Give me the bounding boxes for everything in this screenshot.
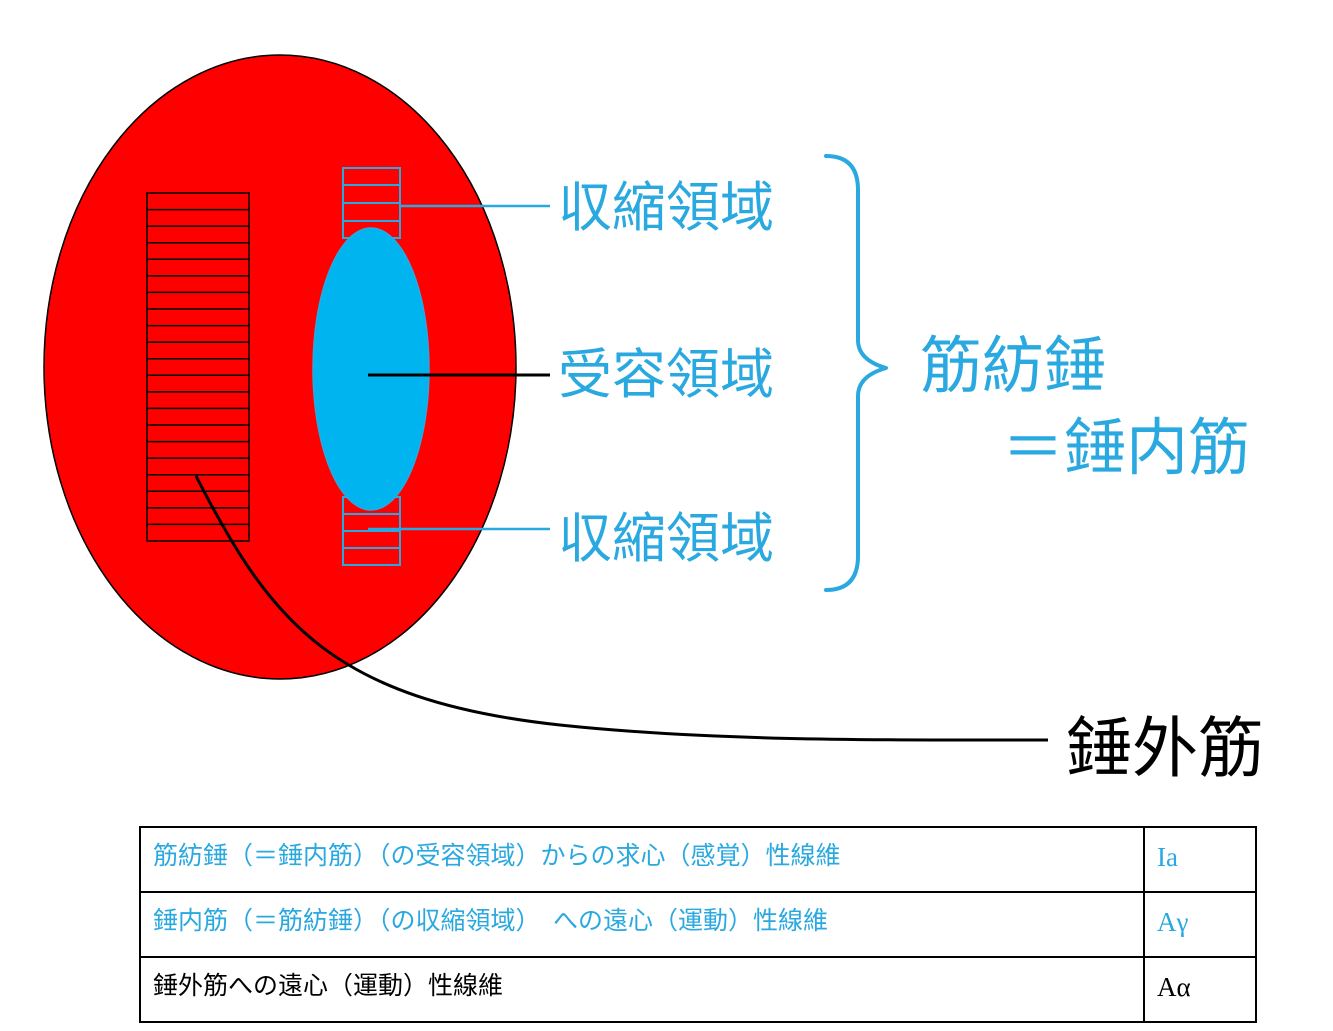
- label-contraction-region-bottom: 収縮領域: [558, 507, 774, 570]
- fiber-type-ia: Ia: [1143, 826, 1257, 893]
- extrafusal-fiber-striations: [146, 192, 250, 542]
- fiber-type-table: 筋紡錘（＝錘内筋）（の受容領域）からの求心（感覚）性線維 Ia 錘内筋（＝筋紡錘…: [139, 826, 1257, 1023]
- table-row: 錘外筋への遠心（運動）性線維 Aα: [139, 956, 1257, 1023]
- table-row: 錘内筋（＝筋紡錘）（の収縮領域） への遠心（運動）性線維 Aγ: [139, 891, 1257, 958]
- extrafusal-muscle-ellipse: [43, 54, 517, 680]
- table-row: 筋紡錘（＝錘内筋）（の受容領域）からの求心（感覚）性線維 Ia: [139, 826, 1257, 893]
- spindle-curly-brace: [824, 154, 888, 592]
- fiber-description-a-gamma: 錘内筋（＝筋紡錘）（の収縮領域） への遠心（運動）性線維: [139, 891, 1145, 958]
- label-receptor-region: 受容領域: [558, 343, 774, 406]
- label-muscle-spindle: 筋紡錘: [920, 329, 1106, 402]
- label-contraction-region-top: 収縮領域: [558, 176, 774, 239]
- fiber-description-ia: 筋紡錘（＝錘内筋）（の受容領域）からの求心（感覚）性線維: [139, 826, 1145, 893]
- receptor-region-ellipse: [312, 227, 430, 511]
- fiber-description-a-alpha: 錘外筋への遠心（運動）性線維: [139, 956, 1145, 1023]
- leader-line-extrafusal: [194, 475, 1049, 742]
- label-extrafusal-muscle: 錘外筋: [1066, 710, 1264, 787]
- fiber-type-a-gamma: Aγ: [1143, 891, 1257, 958]
- fiber-type-a-alpha: Aα: [1143, 956, 1257, 1023]
- muscle-spindle-diagram: 収縮領域 受容領域 収縮領域 筋紡錘 ＝錘内筋 錘外筋: [43, 54, 1264, 787]
- label-intrafusal-muscle: ＝錘内筋: [1002, 411, 1250, 484]
